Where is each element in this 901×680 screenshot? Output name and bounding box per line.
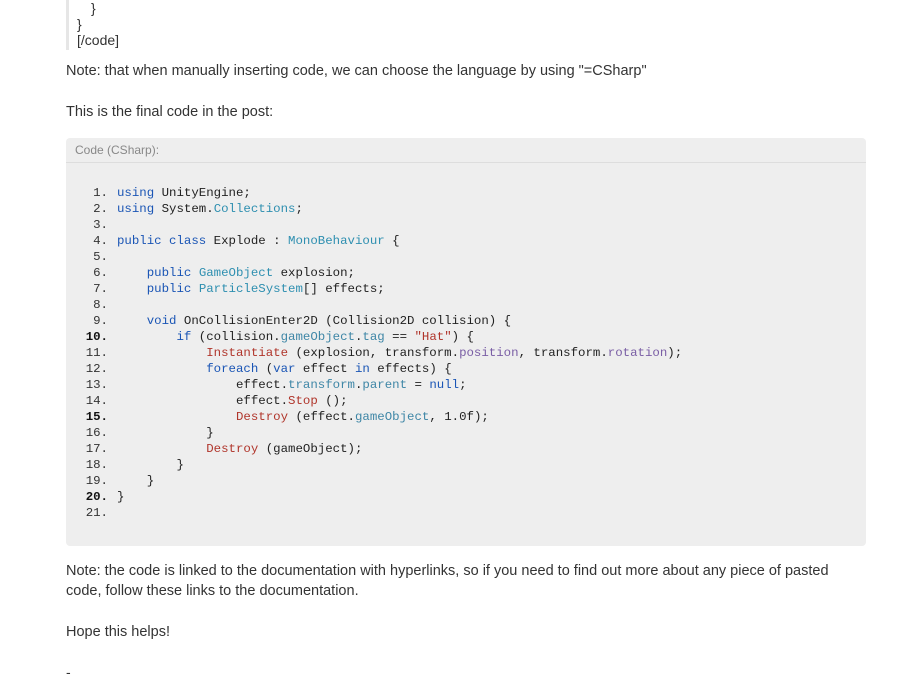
code-text: using UnityEngine; [117,186,251,200]
code-text: Instantiate (explosion, transform.positi… [206,346,683,360]
code-line: 5. [66,249,866,265]
code-line: 6. public GameObject explosion; [66,265,866,281]
line-number: 18. [85,458,108,472]
code-line: 7. public ParticleSystem[] effects; [66,281,866,297]
code-text: Destroy (gameObject); [206,442,363,456]
line-number: 20. [85,490,108,504]
code-block: Code (CSharp): 1. using UnityEngine; 2. usi… [66,138,866,546]
note-links-paragraph: Note: the code is linked to the document… [66,563,829,599]
previous-code-fragment: } } [/code] [66,0,149,50]
code-line: 1. using UnityEngine; [66,185,866,201]
code-line: 20.} [66,489,866,505]
note-language-paragraph: Note: that when manually inserting code,… [66,63,647,79]
code-line: 11. Instantiate (explosion, transform.po… [66,345,866,361]
code-line: 13. effect.transform.parent = null; [66,377,866,393]
code-line: 8. [66,297,866,313]
code-text: effect.transform.parent = null; [117,378,467,392]
code-line: 15. Destroy (effect.gameObject, 1.0f); [66,409,866,425]
code-text: } [117,490,125,504]
closing-message: Hope this helps! [66,624,170,640]
line-number: 9. [93,314,108,328]
code-line: 17. Destroy (gameObject); [66,441,866,457]
code-line: 9. void OnCollisionEnter2D (Collision2D … [66,313,866,329]
line-number: 2. [93,202,108,216]
code-text: } [117,458,184,472]
final-code-intro: This is the final code in the post: [66,104,274,120]
code-text: void OnCollisionEnter2D (Collision2D col… [146,314,512,328]
line-number: 17. [85,442,108,456]
line-number: 13. [85,378,108,392]
code-line: 12. foreach (var effect in effects) { [66,361,866,377]
line-number: 8. [93,298,108,312]
line-number: 15. [85,410,108,424]
code-text: foreach (var effect in effects) { [206,362,452,376]
code-text: effect.Stop (); [117,394,348,408]
code-line: 14. effect.Stop (); [66,393,866,409]
line-number: 12. [85,362,108,376]
code-text: public ParticleSystem[] effects; [146,282,385,296]
code-line: 10. if (collision.gameObject.tag == "Hat… [66,329,866,345]
line-number: 19. [85,474,108,488]
code-block-header: Code (CSharp): [66,138,866,163]
code-line: 3. [66,217,866,233]
line-number: 3. [93,218,108,232]
code-text: } [117,426,214,440]
line-number: 16. [85,426,108,440]
line-number: 10. [85,330,108,344]
code-text: if (collision.gameObject.tag == "Hat") { [176,330,474,344]
line-number: 4. [93,234,108,248]
code-lines: 1. using UnityEngine; 2. using System.Colle… [66,185,866,521]
code-text: } [117,474,155,488]
code-text: Destroy (effect.gameObject, 1.0f); [235,410,489,424]
closing-brace: } [91,0,96,16]
line-number: 6. [93,266,108,280]
code-line: 2. using System.Collections; [66,201,866,217]
code-line: 21. [66,505,866,521]
code-line: 16. } [66,425,866,441]
closing-brace: } [77,16,82,32]
line-number: 5. [93,250,108,264]
line-number: 7. [93,282,108,296]
code-end-tag: [/code] [77,32,120,48]
code-text: using System.Collections; [117,202,303,216]
code-line: 19. } [66,473,866,489]
code-text: public class Explode : MonoBehaviour { [117,234,400,248]
code-line: 18. } [66,457,866,473]
line-number: 1. [93,186,108,200]
code-line: 4. public class Explode : MonoBehaviour { [66,233,866,249]
line-number: 11. [85,346,108,360]
line-number: 21. [85,506,108,520]
line-number: 14. [85,394,108,408]
code-text: public GameObject explosion; [146,266,355,280]
separator-dash: - [66,664,71,680]
